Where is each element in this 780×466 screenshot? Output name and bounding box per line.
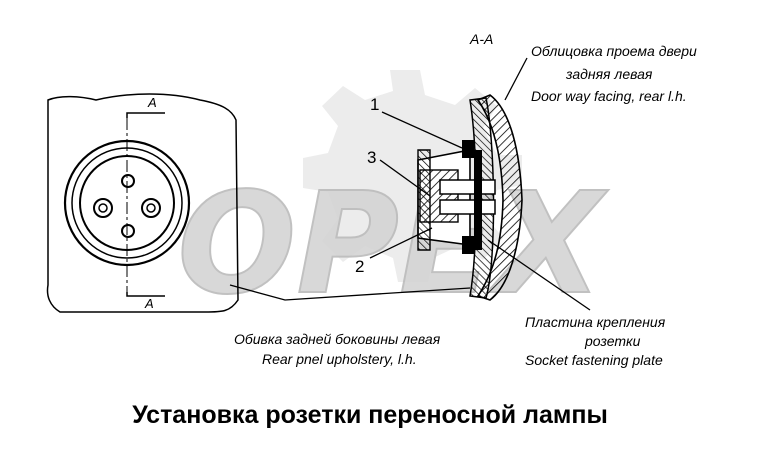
door-label-ru-1: Облицовка проема двери <box>531 43 697 59</box>
section-arrow-bottom <box>126 292 165 297</box>
section-arrow-top <box>126 112 165 118</box>
socket-contact <box>439 179 496 195</box>
plate-label-en: Socket fastening plate <box>525 352 663 368</box>
watermark: OPEX <box>176 70 610 327</box>
section-view <box>417 94 523 301</box>
socket-front-view <box>46 93 239 313</box>
socket-nut-bottom <box>462 236 474 254</box>
door-label-en: Door way facing, rear l.h. <box>531 88 687 104</box>
socket-pin-left-core <box>98 203 108 213</box>
socket-pin-left <box>93 198 113 218</box>
socket-pin-right <box>141 198 161 218</box>
upholstery-label-ru: Обивка задней боковины левая <box>234 331 441 347</box>
callout-1: 1 <box>370 95 379 114</box>
leader-plate <box>487 239 591 311</box>
upholstery-label-en: Rear pnel upholstery, l.h. <box>262 351 417 367</box>
door-label-ru-2: задняя левая <box>565 66 653 82</box>
socket-contact-2 <box>439 199 496 215</box>
upholstery-outline <box>46 93 239 313</box>
socket-pin-bottom <box>121 224 135 238</box>
leader-upholstery <box>229 284 471 301</box>
section-marker-top: A <box>147 95 157 110</box>
leader-1 <box>381 111 463 149</box>
leader-2 <box>369 227 433 259</box>
diagram-caption: Установка розетки переносной лампы <box>132 401 608 429</box>
leader-door <box>504 57 528 101</box>
section-marker-bottom: A <box>144 296 154 311</box>
socket-flange <box>417 149 431 251</box>
section-title: A-A <box>469 31 493 47</box>
fastening-plate <box>474 150 482 250</box>
callout-3: 3 <box>367 148 376 167</box>
socket-nut-top <box>462 140 474 158</box>
plate-label-ru-1: Пластина крепления <box>525 314 666 330</box>
socket-pin-right-core <box>146 203 156 213</box>
leader-3 <box>379 159 431 197</box>
plate-label-ru-2: розетки <box>584 333 641 349</box>
leader-lines <box>229 57 591 311</box>
watermark-text: OPEX <box>177 163 608 326</box>
socket-pin-top <box>121 174 135 188</box>
callout-2: 2 <box>355 257 364 276</box>
